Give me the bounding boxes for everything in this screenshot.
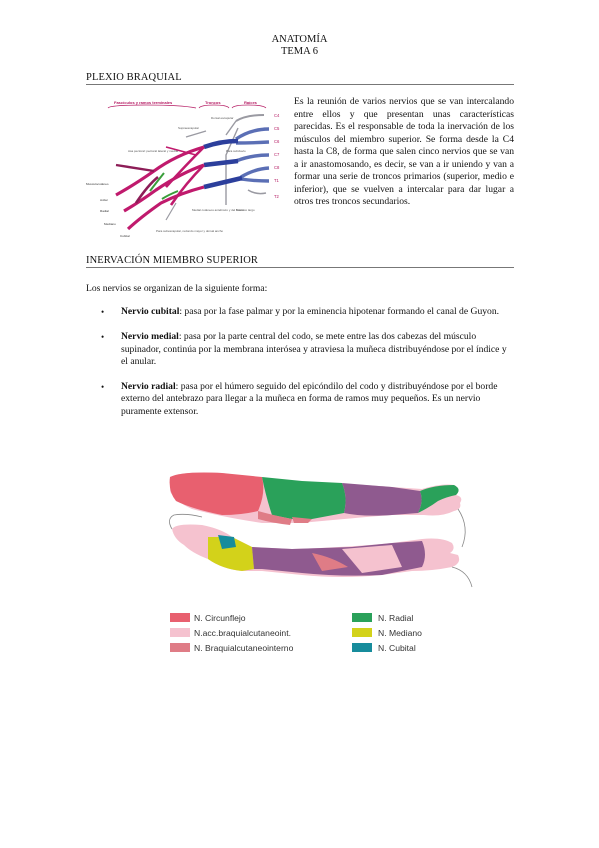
region-radial-hand [418, 485, 459, 513]
region-acc-bottom [342, 545, 402, 573]
pointer-line-bottom [169, 513, 203, 530]
branch-pectoral [165, 146, 197, 156]
root-label-t2: T2 [274, 194, 280, 199]
pointer-line-bottom2 [451, 566, 473, 588]
legend-swatch-radial [352, 613, 372, 622]
legend-label-circunflejo: N. Circunflejo [194, 613, 246, 623]
region-violet-top [342, 483, 422, 516]
brace-trunks [198, 104, 230, 109]
brace-cords [107, 104, 197, 109]
bullet: • [101, 332, 105, 343]
trunk-medius [203, 158, 239, 168]
bullet: • [101, 307, 105, 317]
header-roots: Raíces [244, 100, 258, 105]
nerve-t2 [247, 189, 267, 195]
label-ulnar: Cubital [120, 234, 130, 238]
green-branch-1 [149, 172, 165, 192]
trunk-superior [203, 138, 239, 150]
term-cubital: Nervio cubital [121, 306, 180, 317]
pointer-line-top [457, 508, 466, 548]
figure-legend: N. Circunflejo N. Radial N.acc.braquialc… [170, 613, 422, 653]
legend-label-cubital: N. Cubital [378, 643, 416, 653]
arm-dorsal [169, 472, 466, 548]
region-circunflejo-top [169, 472, 264, 515]
nerve-long-thoracic [225, 127, 239, 205]
root-label-c5: C5 [274, 126, 280, 131]
legend-label-radial: N. Radial [378, 613, 413, 623]
label-pectoral: Asa pectoral: pectoral lateral y medial [128, 149, 178, 153]
cord-medial [126, 185, 205, 231]
nerve-subscapular [165, 202, 177, 221]
trunk-inferior [203, 175, 243, 190]
label-median: Mediano [104, 222, 116, 226]
label-radial: Radial [100, 209, 109, 213]
region-cubital-hand [218, 535, 236, 549]
legend-label-acc: N.acc.braquialcutaneoint. [194, 628, 291, 638]
branch-median [134, 175, 159, 204]
desc-radial: : pasa por el húmero seguido del epicónd… [121, 381, 498, 417]
subject-title: ANATOMÍA [271, 34, 328, 45]
nerve-dorsal-scapular [225, 120, 237, 136]
connection-1 [165, 146, 205, 188]
root-label-c7: C7 [274, 152, 280, 157]
intro-text: Los nervios se organizan de la siguiente… [86, 283, 268, 294]
cord-posterior [123, 163, 205, 213]
region-mediano-hand [208, 537, 254, 571]
connection-2 [169, 164, 205, 206]
nerve-c4 [235, 114, 265, 122]
arm-innervation-figure: N. Circunflejo N. Radial N.acc.braquialc… [162, 467, 480, 659]
branch-musculocutaneous [115, 163, 155, 173]
label-suprascapular: Supraescapular [178, 126, 199, 130]
term-radial: Nervio radial [121, 381, 176, 393]
root-c7 [235, 153, 270, 163]
label-musculocutaneous: Musculocutáneo [86, 182, 109, 186]
list-item-radial: • Nervio radial: pasa por el húmero segu… [101, 381, 514, 418]
legend-swatch-circunflejo [170, 613, 190, 622]
label-dorsal-scapular: Dorsal escapular [211, 116, 234, 120]
label-medial-cutaneous: Medial cutáneos antebrazo y del brazo [192, 208, 244, 212]
label-long-thoracic: Torácico largo [236, 208, 255, 212]
section-heading-plexus: PLEXIO BRAQUIAL [86, 72, 514, 85]
root-t1 [240, 177, 270, 183]
page-header: ANATOMÍA TEMA 6 [0, 34, 599, 58]
arm-ventral [169, 513, 473, 588]
legend-swatch-mediano [352, 628, 372, 637]
legend-label-braquial: N. Braquialcutaneointerno [194, 643, 294, 653]
legend-swatch-acc [170, 628, 190, 637]
header-trunks: Troncos [205, 100, 221, 105]
brachial-plexus-diagram: Fascículos y ramos terminales Troncos Ra… [86, 95, 286, 243]
label-subscapular: Para subescapular, redondo mayor y dorsa… [156, 229, 223, 233]
label-subclavius: Para subclavio [226, 149, 246, 153]
term-medial: Nervio medial [121, 331, 179, 343]
legend-swatch-cubital [352, 643, 372, 652]
legend-swatch-braquial [170, 643, 190, 652]
nerve-list: • Nervio cubital: pasa por la fase palma… [101, 306, 514, 431]
region-radial-top [262, 477, 346, 519]
header-cords: Fascículos y ramos terminales [114, 100, 173, 105]
region-braquial-bottom [312, 553, 348, 571]
desc-cubital: : pasa por la fase palmar y por la emine… [179, 306, 500, 317]
root-label-t1: T1 [274, 178, 280, 183]
section-heading-innervation: INERVACIÓN MIEMBRO SUPERIOR [86, 255, 514, 268]
desc-medial: : pasa por la parte central del codo, se… [121, 331, 507, 367]
brace-roots [231, 104, 267, 109]
root-c6 [235, 140, 270, 145]
root-label-c6: C6 [274, 139, 280, 144]
label-axillary: Axilar [100, 198, 108, 202]
green-branch-2 [161, 190, 179, 200]
list-item-cubital: • Nervio cubital: pasa por la fase palma… [101, 306, 514, 318]
nerve-suprascapular [185, 130, 207, 138]
root-label-c4: C4 [274, 113, 280, 118]
root-c5 [235, 127, 270, 141]
list-item-medial: • Nervio medial: pasa por la parte centr… [101, 331, 514, 368]
root-c8 [240, 166, 270, 179]
region-braquial-top2 [258, 511, 292, 525]
bullet: • [101, 382, 105, 393]
root-label-c8: C8 [274, 165, 280, 170]
topic-title: TEMA 6 [280, 46, 319, 57]
region-braquial-top [292, 517, 312, 523]
legend-label-mediano: N. Mediano [378, 628, 422, 638]
plexus-paragraph: Es la reunión de varios nervios que se v… [294, 96, 514, 207]
